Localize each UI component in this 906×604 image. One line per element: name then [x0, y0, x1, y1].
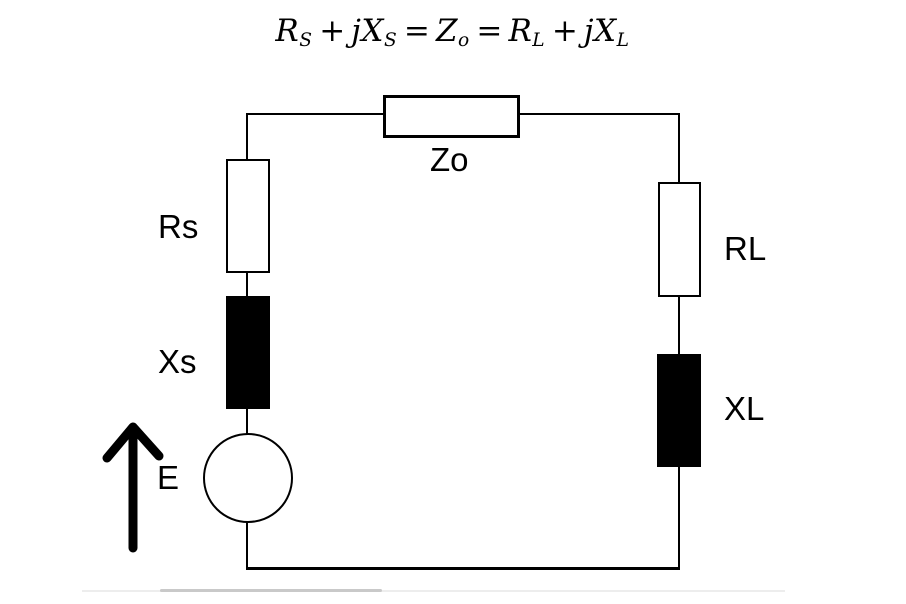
- label-xl: XL: [724, 390, 765, 427]
- label-xs: Xs: [158, 343, 197, 380]
- horizontal-scrollbar-track: [82, 590, 785, 592]
- emf-direction-arrow-icon: [102, 422, 164, 553]
- wire-top-right: [518, 113, 680, 115]
- eq-term: R: [275, 13, 300, 49]
- wire-left-vertical: [246, 113, 248, 161]
- label-e: E: [157, 459, 180, 496]
- eq-term: jX: [351, 13, 384, 49]
- reactance-xl-box: [657, 354, 701, 467]
- wire-rs-to-xs: [246, 271, 248, 298]
- wire-xs-to-source: [246, 407, 248, 435]
- wire-bottom: [246, 567, 680, 570]
- label-rl: RL: [724, 230, 767, 267]
- voltage-source-circle: [203, 433, 293, 523]
- reactance-xs-box: [226, 296, 270, 409]
- wire-xl-to-bottom: [678, 465, 680, 569]
- resistor-rl-box: [658, 182, 701, 297]
- wire-right-top: [678, 113, 680, 184]
- eq-term: R: [508, 13, 533, 49]
- resistor-rs-box: [226, 159, 270, 273]
- impedance-matching-equation: RS+jXS=Zo=RL+jXL: [275, 13, 630, 52]
- wire-rl-to-xl: [678, 295, 680, 356]
- horizontal-scrollbar-thumb[interactable]: [160, 589, 382, 592]
- eq-term: Z: [435, 13, 458, 49]
- wire-source-to-bottom: [246, 521, 248, 569]
- label-zo: Zo: [430, 141, 469, 178]
- label-rs: Rs: [158, 208, 199, 245]
- impedance-zo-box: [383, 95, 520, 138]
- wire-top-left: [246, 113, 385, 115]
- eq-term: jX: [583, 13, 617, 49]
